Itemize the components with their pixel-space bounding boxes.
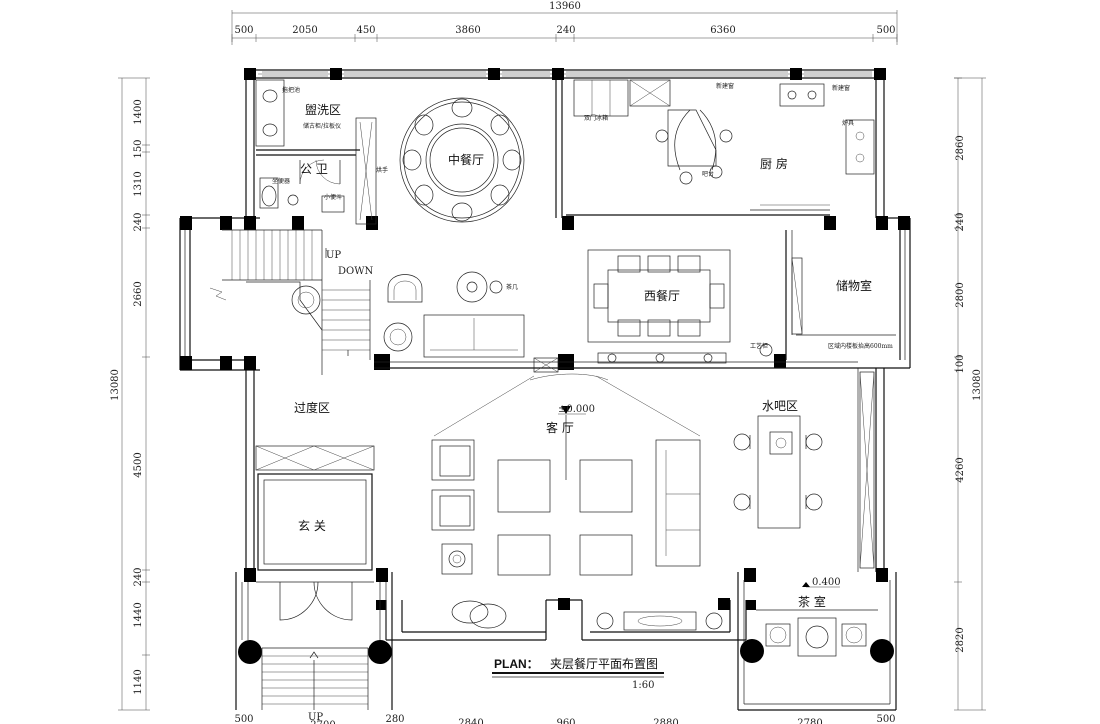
tea-room-floor-level: 0.400 — [812, 577, 841, 588]
left-seg-7: 240 — [133, 567, 144, 586]
right-seg-5: 4260 — [955, 457, 966, 482]
right-seg-3: 2800 — [955, 282, 966, 307]
hand-dryer-note: 烘手 — [376, 166, 388, 174]
top-seg-1: 500 — [234, 25, 253, 36]
bottom-seg-4: 2840 — [458, 718, 483, 724]
cabinet-note: 储古柜/拉板仪 — [303, 122, 341, 130]
top-seg-3: 450 — [356, 25, 375, 36]
water-bar: 水吧区 — [733, 371, 875, 569]
new-window-note-b: 新建窗 — [832, 84, 850, 92]
new-window-note-a: 新建窗 — [716, 82, 734, 90]
stair-down-label: DOWN — [338, 266, 373, 277]
staircase: UP DOWN — [209, 229, 373, 375]
drawing-title: 夹层餐厅平面布置图 — [550, 656, 658, 671]
right-seg-6: 2820 — [955, 627, 966, 652]
right-seg-4: 100 — [955, 354, 966, 373]
western-dining-table: 西餐厅 工艺柜 — [587, 249, 773, 364]
room-label-washroom: 盥洗区 — [305, 103, 341, 117]
mop-sink-note: 拖把池 — [282, 86, 300, 94]
room-label-kitchen: 厨 房 — [760, 156, 788, 171]
island-note: 吧台 — [702, 170, 714, 178]
bottom-dimension-chain: 500 2700 280 2840 960 2880 2780 500 — [234, 714, 895, 724]
plan-label: PLAN： — [494, 657, 539, 671]
room-label-chinese-dining: 中餐厅 — [448, 152, 484, 167]
bottom-seg-2: 2700 — [310, 720, 335, 724]
room-label-living: 客 厅 — [546, 420, 574, 435]
left-seg-1: 1400 — [133, 99, 144, 124]
room-label-foyer: 玄 关 — [298, 518, 326, 533]
right-overall-label: 13080 — [972, 369, 983, 401]
kitchen-area: 厨 房 双门冰箱 新建窗 新建窗 炉具 吧台 — [555, 79, 875, 218]
left-seg-8: 1440 — [133, 602, 144, 627]
top-seg-6: 6360 — [710, 25, 735, 36]
room-label-transition: 过度区 — [294, 400, 330, 415]
right-dimension-chain: 2860 240 2800 100 4260 2820 13080 — [954, 77, 986, 711]
bottom-seg-6: 2880 — [653, 718, 678, 724]
toilet-note: 坐便器 — [272, 177, 290, 185]
storage-floor-note: 区域内楼板抬高600mm — [828, 342, 893, 350]
stair-up-label: UP — [326, 250, 341, 261]
left-dimension-chain: 1400 150 1310 240 2660 4500 240 1440 114… — [110, 77, 150, 711]
room-label-storage: 储物室 — [836, 278, 872, 293]
entry-up-label: UP — [308, 712, 323, 723]
left-overall-label: 13080 — [110, 369, 121, 401]
bottom-seg-5: 960 — [556, 718, 575, 724]
upper-lounge-furniture: 茶几 — [374, 271, 858, 369]
urinal-note: 小便斗 — [324, 193, 342, 201]
left-seg-6: 4500 — [133, 452, 144, 477]
top-seg-2: 2050 — [292, 25, 317, 36]
display-cabinet-note: 工艺柜 — [750, 342, 768, 350]
bottom-seg-3: 280 — [385, 714, 404, 724]
drawing-title-block: PLAN： 夹层餐厅平面布置图 1:60 — [492, 656, 664, 691]
drawing-scale: 1:60 — [632, 680, 654, 691]
transition-foyer: 过度区 玄 关 — [255, 400, 375, 571]
left-seg-9: 1140 — [133, 669, 144, 694]
fridge-note: 双门冰箱 — [584, 114, 608, 122]
stove-note: 炉具 — [842, 119, 854, 127]
bottom-seg-8: 500 — [876, 714, 895, 724]
storage-room: 储物室 区域内楼板抬高600mm — [785, 230, 896, 360]
top-seg-5: 240 — [556, 25, 575, 36]
left-seg-2: 150 — [133, 139, 144, 158]
structural-columns — [180, 68, 910, 610]
bottom-seg-1: 500 — [234, 714, 253, 724]
top-seg-4: 3860 — [455, 25, 480, 36]
entry-porch: UP — [235, 572, 393, 723]
exterior-walls — [179, 69, 911, 641]
room-label-western-dining: 西餐厅 — [644, 288, 680, 303]
right-seg-2: 240 — [955, 212, 966, 231]
tea-room: 茶 室 0.400 — [737, 572, 897, 711]
bottom-seg-7: 2780 — [797, 718, 822, 724]
chinese-dining-table: 中餐厅 — [399, 97, 525, 223]
top-windows — [262, 71, 872, 77]
top-dimension-chain: 13960 500 2050 450 3860 240 6360 500 — [231, 1, 898, 45]
living-floor-level: ±0.000 — [558, 404, 595, 415]
room-label-water-bar: 水吧区 — [762, 399, 798, 413]
left-seg-3: 1310 — [133, 171, 144, 196]
room-label-public-wc: 公 卫 — [300, 162, 328, 176]
left-seg-4: 240 — [133, 212, 144, 231]
overall-width-label: 13960 — [549, 1, 581, 12]
washroom-area: 盥洗区 公 卫 拖把池 储古柜/拉板仪 坐便器 小便斗 烘手 — [255, 79, 388, 225]
living-room: 客 厅 ±0.000 — [431, 357, 723, 631]
left-seg-5: 2660 — [133, 281, 144, 306]
right-seg-1: 2860 — [955, 135, 966, 160]
top-seg-7: 500 — [876, 25, 895, 36]
room-label-tea-room: 茶 室 — [798, 594, 826, 609]
side-table-note: 茶几 — [506, 283, 518, 291]
